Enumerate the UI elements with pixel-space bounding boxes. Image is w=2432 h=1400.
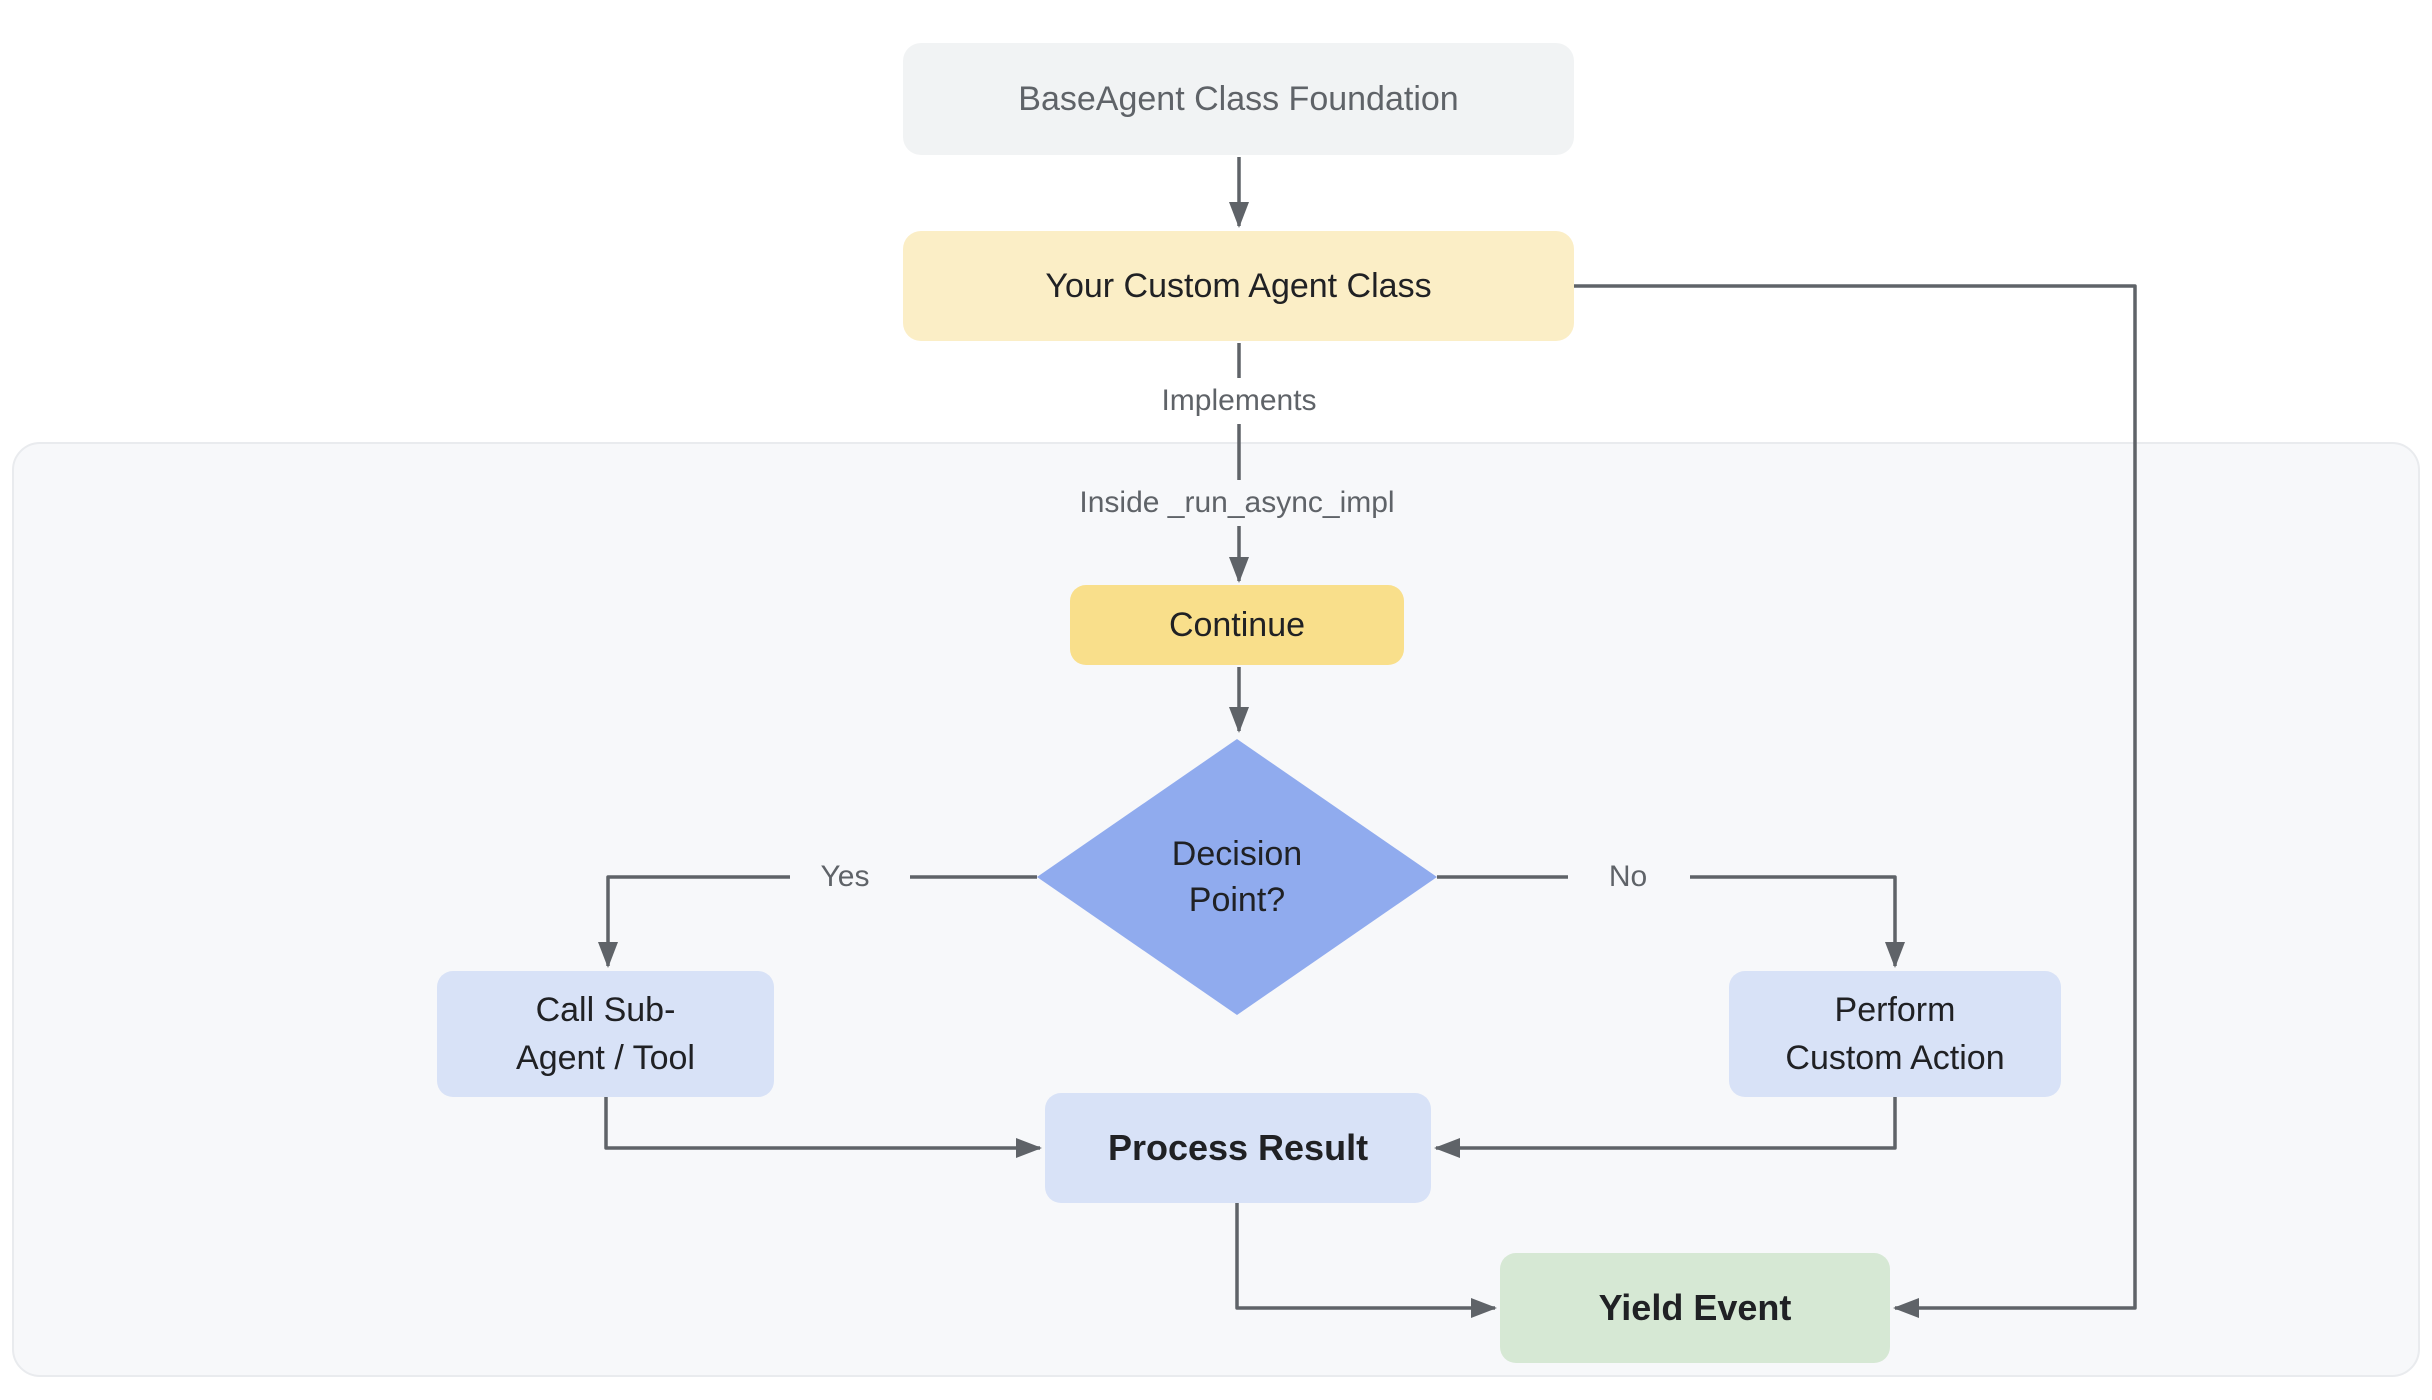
node-perform-custom-action: Perform Custom Action bbox=[1729, 971, 2061, 1097]
edge-label-yes: Yes bbox=[820, 860, 870, 893]
node-yield-event: Yield Event bbox=[1500, 1253, 1890, 1363]
edge-callsub-to-process bbox=[604, 1097, 1042, 1158]
node-base-agent: BaseAgent Class Foundation bbox=[903, 43, 1574, 155]
node-continue: Continue bbox=[1070, 585, 1404, 665]
edge-label-implements: Implements bbox=[1161, 384, 1317, 417]
edge-perform-to-process bbox=[1434, 1097, 1897, 1158]
decision-diamond-shape bbox=[1037, 739, 1437, 1015]
node-call-sub-agent: Call Sub- Agent / Tool bbox=[437, 971, 774, 1097]
node-process-result: Process Result bbox=[1045, 1093, 1431, 1203]
edge-process-to-yield bbox=[1235, 1203, 1497, 1318]
edge-decision-yes-seg2 bbox=[598, 875, 790, 968]
edge-label-no: No bbox=[1608, 860, 1648, 893]
edge-label-inside-impl: Inside _run_async_impl bbox=[1079, 486, 1395, 519]
edge-decision-no-seg2 bbox=[1690, 875, 1905, 968]
edge-custom-to-yield bbox=[1574, 284, 2137, 1318]
node-decision-label: Decision Point? bbox=[1171, 835, 1303, 919]
node-custom-agent: Your Custom Agent Class bbox=[903, 231, 1574, 341]
